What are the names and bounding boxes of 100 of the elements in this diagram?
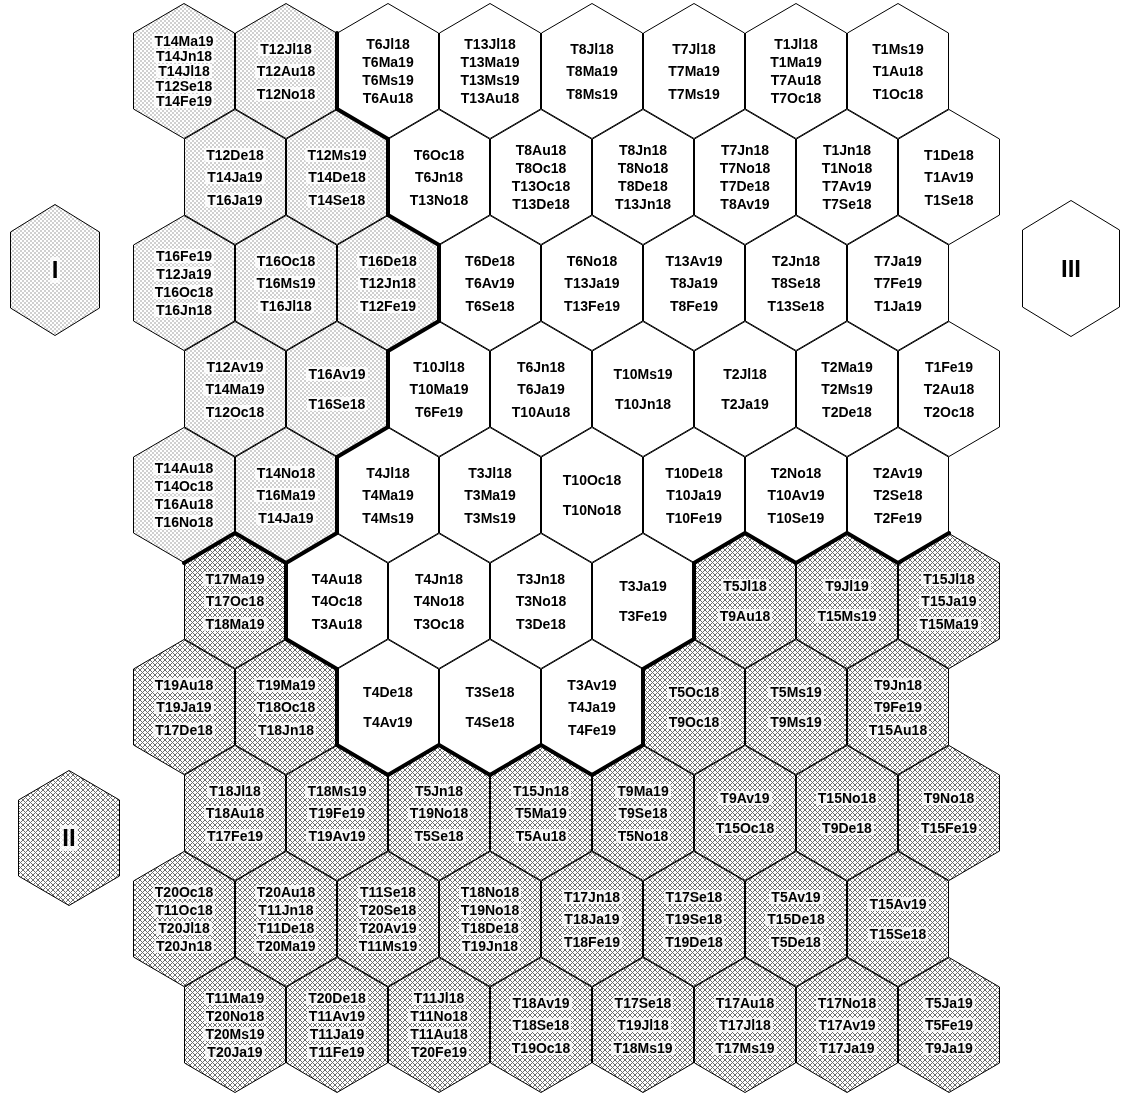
cell-label: T16No18 bbox=[152, 515, 216, 529]
cell-label: T11Au18 bbox=[408, 1027, 470, 1041]
cell-label: T6Ms19 bbox=[361, 73, 415, 87]
cell-label: T3Jn18 bbox=[515, 571, 567, 586]
cell-label: T14Ma19 bbox=[152, 34, 216, 48]
cell-label: T10De18 bbox=[664, 465, 724, 480]
cell-label: T6Oc18 bbox=[412, 147, 466, 162]
cell-label: T11Fe19 bbox=[307, 1045, 367, 1059]
cell-label: T8Au18 bbox=[514, 143, 568, 157]
cell-label: T14Au18 bbox=[152, 461, 216, 475]
cell-label: T9Av19 bbox=[718, 791, 772, 805]
cell-label: T9Se18 bbox=[616, 806, 670, 820]
cell-label: T20Jn18 bbox=[153, 939, 214, 953]
cell-label: T16Ma19 bbox=[254, 488, 318, 502]
cell-label: T7Ma19 bbox=[667, 64, 721, 78]
cell-label: T3Ma19 bbox=[463, 488, 517, 502]
cell-label: T2Se18 bbox=[872, 488, 924, 502]
cell-label: T10Ms19 bbox=[612, 367, 674, 381]
cell-label: T8Ja19 bbox=[669, 276, 719, 290]
cell-label: T20No18 bbox=[203, 1009, 267, 1023]
cell-label: T16Jn18 bbox=[153, 303, 214, 317]
cluster-label: III bbox=[1060, 255, 1082, 282]
cell-label: T10Oc18 bbox=[561, 473, 623, 487]
cell-label: T6Fe19 bbox=[413, 404, 465, 419]
cell-label: T8Ma19 bbox=[565, 64, 619, 78]
cell-label: T12Au18 bbox=[254, 64, 318, 78]
cell-label: T7Ms19 bbox=[667, 86, 721, 101]
cell-label: T1Au18 bbox=[871, 64, 925, 78]
cell-label: T3Jl18 bbox=[467, 465, 513, 480]
cell-label: T4Ja19 bbox=[567, 700, 617, 714]
cell-label: T11De18 bbox=[255, 921, 317, 935]
cell-label: T12Se18 bbox=[153, 79, 215, 93]
cell-label: T1De18 bbox=[923, 147, 975, 162]
cell-label: T3Ja19 bbox=[618, 579, 668, 593]
cell-label: T19Jn18 bbox=[459, 939, 520, 953]
cell-label: T10Jl18 bbox=[412, 359, 466, 374]
cell-label: T6Ja19 bbox=[516, 382, 566, 396]
cell-label: T15Ms19 bbox=[815, 609, 879, 623]
cell-label: T3De18 bbox=[515, 616, 567, 631]
cell-label: T4No18 bbox=[412, 594, 466, 608]
cell-label: T1Oc18 bbox=[871, 86, 925, 101]
cell-label: T5Ma19 bbox=[513, 806, 569, 820]
cell-label: T2De18 bbox=[821, 404, 873, 419]
cell-label: T20De18 bbox=[306, 991, 368, 1005]
cell-label: T4Oc18 bbox=[310, 594, 364, 608]
cell-label: T14Jl18 bbox=[156, 64, 212, 78]
cell-label: T2Jl18 bbox=[722, 367, 768, 381]
cell-label: T19Ja19 bbox=[154, 700, 214, 714]
cell-label: T16Oc18 bbox=[152, 285, 216, 299]
cell-label: T9Jl19 bbox=[823, 579, 871, 593]
cell-label: T15Av19 bbox=[867, 897, 929, 911]
cell-label: T3Fe19 bbox=[617, 609, 669, 623]
cell-label: T19No18 bbox=[458, 903, 522, 917]
cell-label: T2Av19 bbox=[872, 465, 924, 480]
cell-label: T5Oc18 bbox=[666, 685, 722, 699]
cell-label: T7De18 bbox=[719, 179, 771, 193]
cell-label: T8Av19 bbox=[719, 197, 771, 211]
cell-label: T18Oc18 bbox=[254, 700, 318, 714]
cell-label: T6Au18 bbox=[361, 91, 415, 105]
cell-label: T10Av19 bbox=[766, 488, 826, 502]
cell-label: T14Fe19 bbox=[153, 94, 214, 108]
cell-label: T17Jl18 bbox=[717, 1018, 773, 1032]
cell-label: T7Jn18 bbox=[719, 143, 771, 157]
cell-label: T6No18 bbox=[565, 253, 619, 268]
cell-label: T10Se19 bbox=[766, 510, 826, 525]
cell-label: T9Ms19 bbox=[768, 715, 824, 729]
cell-label: T12Ja19 bbox=[154, 267, 214, 281]
cell-label: T6Jl18 bbox=[365, 37, 411, 51]
cell-label: T2Ja19 bbox=[720, 397, 770, 411]
cell-label: T15Oc18 bbox=[713, 821, 777, 835]
cell-label: T4Jn18 bbox=[413, 571, 465, 586]
cluster-hexagon bbox=[10, 204, 100, 336]
cell-label: T10Fe19 bbox=[664, 510, 723, 525]
cluster-hexagon bbox=[18, 770, 120, 906]
cell-label: T15Fe19 bbox=[918, 821, 979, 835]
cell-label: T2Jn18 bbox=[770, 253, 822, 268]
cell-label: T7Oc18 bbox=[769, 91, 823, 105]
cell-label: T5Ms19 bbox=[768, 685, 824, 699]
cell-label: T20Oc18 bbox=[152, 885, 216, 899]
cell-label: T1No18 bbox=[820, 161, 874, 175]
cell-label: T7Fe19 bbox=[872, 276, 924, 290]
cell-label: T10Au18 bbox=[510, 404, 572, 419]
cell-label: T2Fe19 bbox=[872, 510, 924, 525]
cluster-label: II bbox=[60, 825, 78, 851]
cell-label: T4Fe19 bbox=[566, 722, 618, 737]
cell-label: T2No18 bbox=[769, 465, 823, 480]
cell-label: T14De18 bbox=[306, 170, 368, 184]
cell-label: T19Jl18 bbox=[615, 1018, 671, 1032]
cell-label: T20Ms19 bbox=[203, 1027, 267, 1041]
cell-label: T8Se18 bbox=[770, 276, 822, 290]
cell-label: T3Se18 bbox=[464, 685, 516, 699]
cell-label: T11Ja19 bbox=[307, 1027, 367, 1041]
cell-label: T13Av19 bbox=[664, 253, 724, 268]
cell-label: T13Jl18 bbox=[463, 37, 517, 51]
cell-label: T15No18 bbox=[815, 791, 879, 805]
cell-label: T15Se18 bbox=[867, 927, 929, 941]
cell-label: T13Ma19 bbox=[459, 55, 521, 69]
cell-label: T1Jn18 bbox=[821, 143, 873, 157]
cell-label: T18Ja19 bbox=[562, 912, 622, 926]
cell-label: T2Ma19 bbox=[820, 359, 874, 374]
